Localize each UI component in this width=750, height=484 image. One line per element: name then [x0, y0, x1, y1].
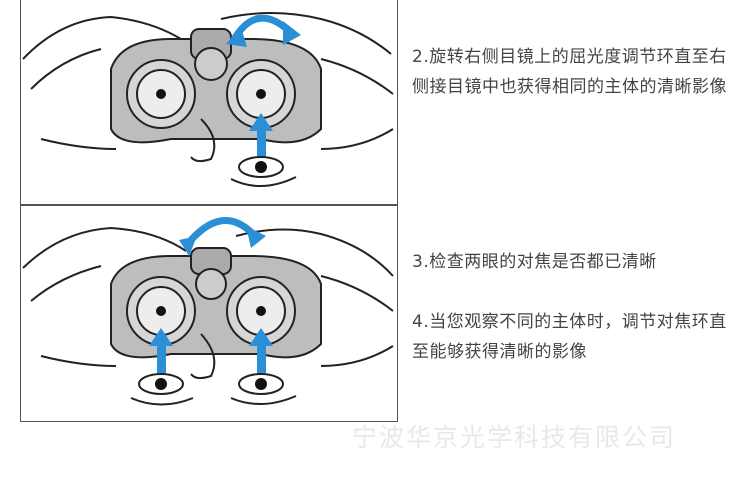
binocular-icon: [21, 206, 399, 423]
binocular-body: [111, 29, 321, 142]
illustration-focus-check: [20, 205, 398, 422]
binocular-icon: [21, 0, 399, 206]
illustration-right-diopter: [20, 0, 398, 205]
instruction-step-2: 2.旋转右侧目镜上的屈光度调节环直至右侧接目镜中也获得相同的主体的清晰影像: [412, 42, 732, 102]
binocular-body: [111, 248, 321, 357]
instruction-step-3: 3.检查两眼的对焦是否都已清晰: [412, 247, 732, 277]
eye-icon: [131, 374, 296, 405]
eye-icon: [231, 157, 296, 186]
instruction-step-4: 4.当您观察不同的主体时，调节对焦环直至能够获得清晰的影像: [412, 307, 732, 367]
company-watermark: 宁波华京光学科技有限公司: [352, 418, 676, 454]
